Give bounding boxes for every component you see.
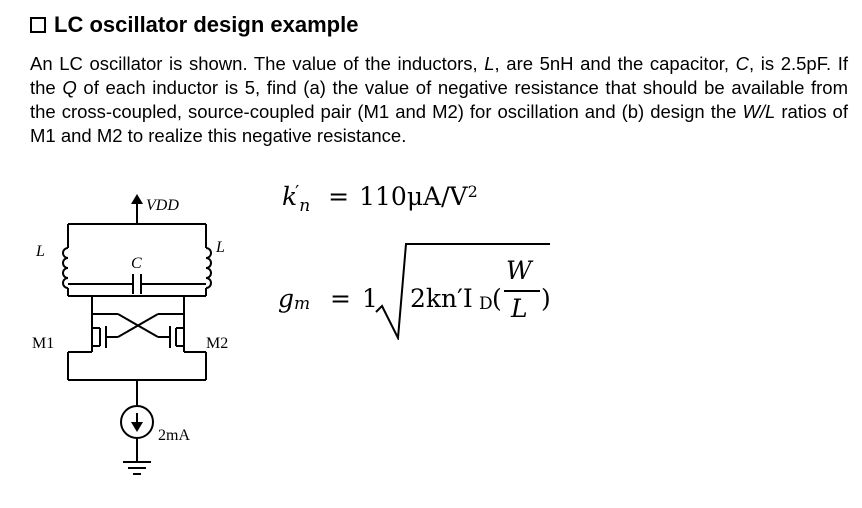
problem-var-WL: W/L (742, 101, 776, 122)
problem-var-C: C (735, 53, 750, 74)
gm-right-paren: ) (541, 284, 551, 313)
kn-value: 110μA/V (359, 182, 468, 211)
gm-subscript: m (294, 294, 311, 314)
m2-label: M2 (206, 335, 228, 352)
kn-prime: ′ (295, 182, 300, 203)
problem-var-Q: Q (62, 77, 77, 98)
problem-text-1: An LC oscillator is shown. The value of … (30, 53, 485, 74)
kn-symbol: k (282, 182, 298, 211)
gm-coefficient: 1 (362, 284, 378, 313)
kn-exponent: 2 (467, 182, 478, 201)
kn-formula: k′n = 110μA/V2 (282, 182, 478, 216)
problem-statement: An LC oscillator is shown. The value of … (30, 52, 848, 148)
slide-title: LC oscillator design example (30, 12, 358, 38)
right-inductor-label: L (215, 239, 225, 256)
gm-formula: g m = 1 2kn′I D ( W L ) (278, 240, 558, 340)
checkbox-bullet-icon (30, 17, 46, 33)
gm-inner-subscript: D (479, 294, 493, 314)
kn-subscript: n (299, 196, 311, 216)
gm-fraction-bar (504, 290, 540, 292)
gm-equals: = (330, 284, 351, 313)
supply-label: VDD (146, 197, 179, 214)
problem-text-3: , is 2.5pF. If the (30, 53, 848, 98)
cross-coupling-wires (92, 313, 184, 338)
capacitor-label: C (131, 255, 142, 272)
slide-title-text: LC oscillator design example (54, 12, 359, 37)
gm-left-paren: ( (492, 284, 502, 313)
current-arrow-icon (131, 422, 143, 432)
problem-text-2: , are 5nH and the capacitor, (494, 53, 736, 74)
kn-equals: = (328, 182, 350, 211)
transistor-m1 (91, 320, 118, 352)
m1-label: M1 (32, 335, 54, 352)
transistor-m2 (158, 320, 185, 352)
gm-inner-term: 2kn′I (410, 284, 473, 313)
gm-fraction-denominator: L (511, 294, 528, 323)
capacitor (68, 274, 206, 294)
problem-var-L: L (484, 53, 495, 74)
gm-fraction-numerator: W (506, 256, 532, 285)
vdd-arrow-icon (131, 194, 143, 204)
left-inductor-label: L (35, 243, 45, 260)
left-inductor (62, 224, 69, 296)
sqrt-radical-icon (375, 243, 550, 340)
problem-text-4: of each inductor is 5, find (a) the valu… (30, 77, 849, 122)
current-source-label: 2mA (158, 427, 190, 444)
right-inductor (205, 224, 212, 296)
lc-oscillator-schematic: VDD L L C M1 M2 2mA (32, 194, 228, 475)
ground-icon (123, 461, 151, 475)
gm-symbol: g (278, 284, 295, 313)
problem-text-5: ratios of M1 and M2 to realize this nega… (30, 101, 848, 146)
